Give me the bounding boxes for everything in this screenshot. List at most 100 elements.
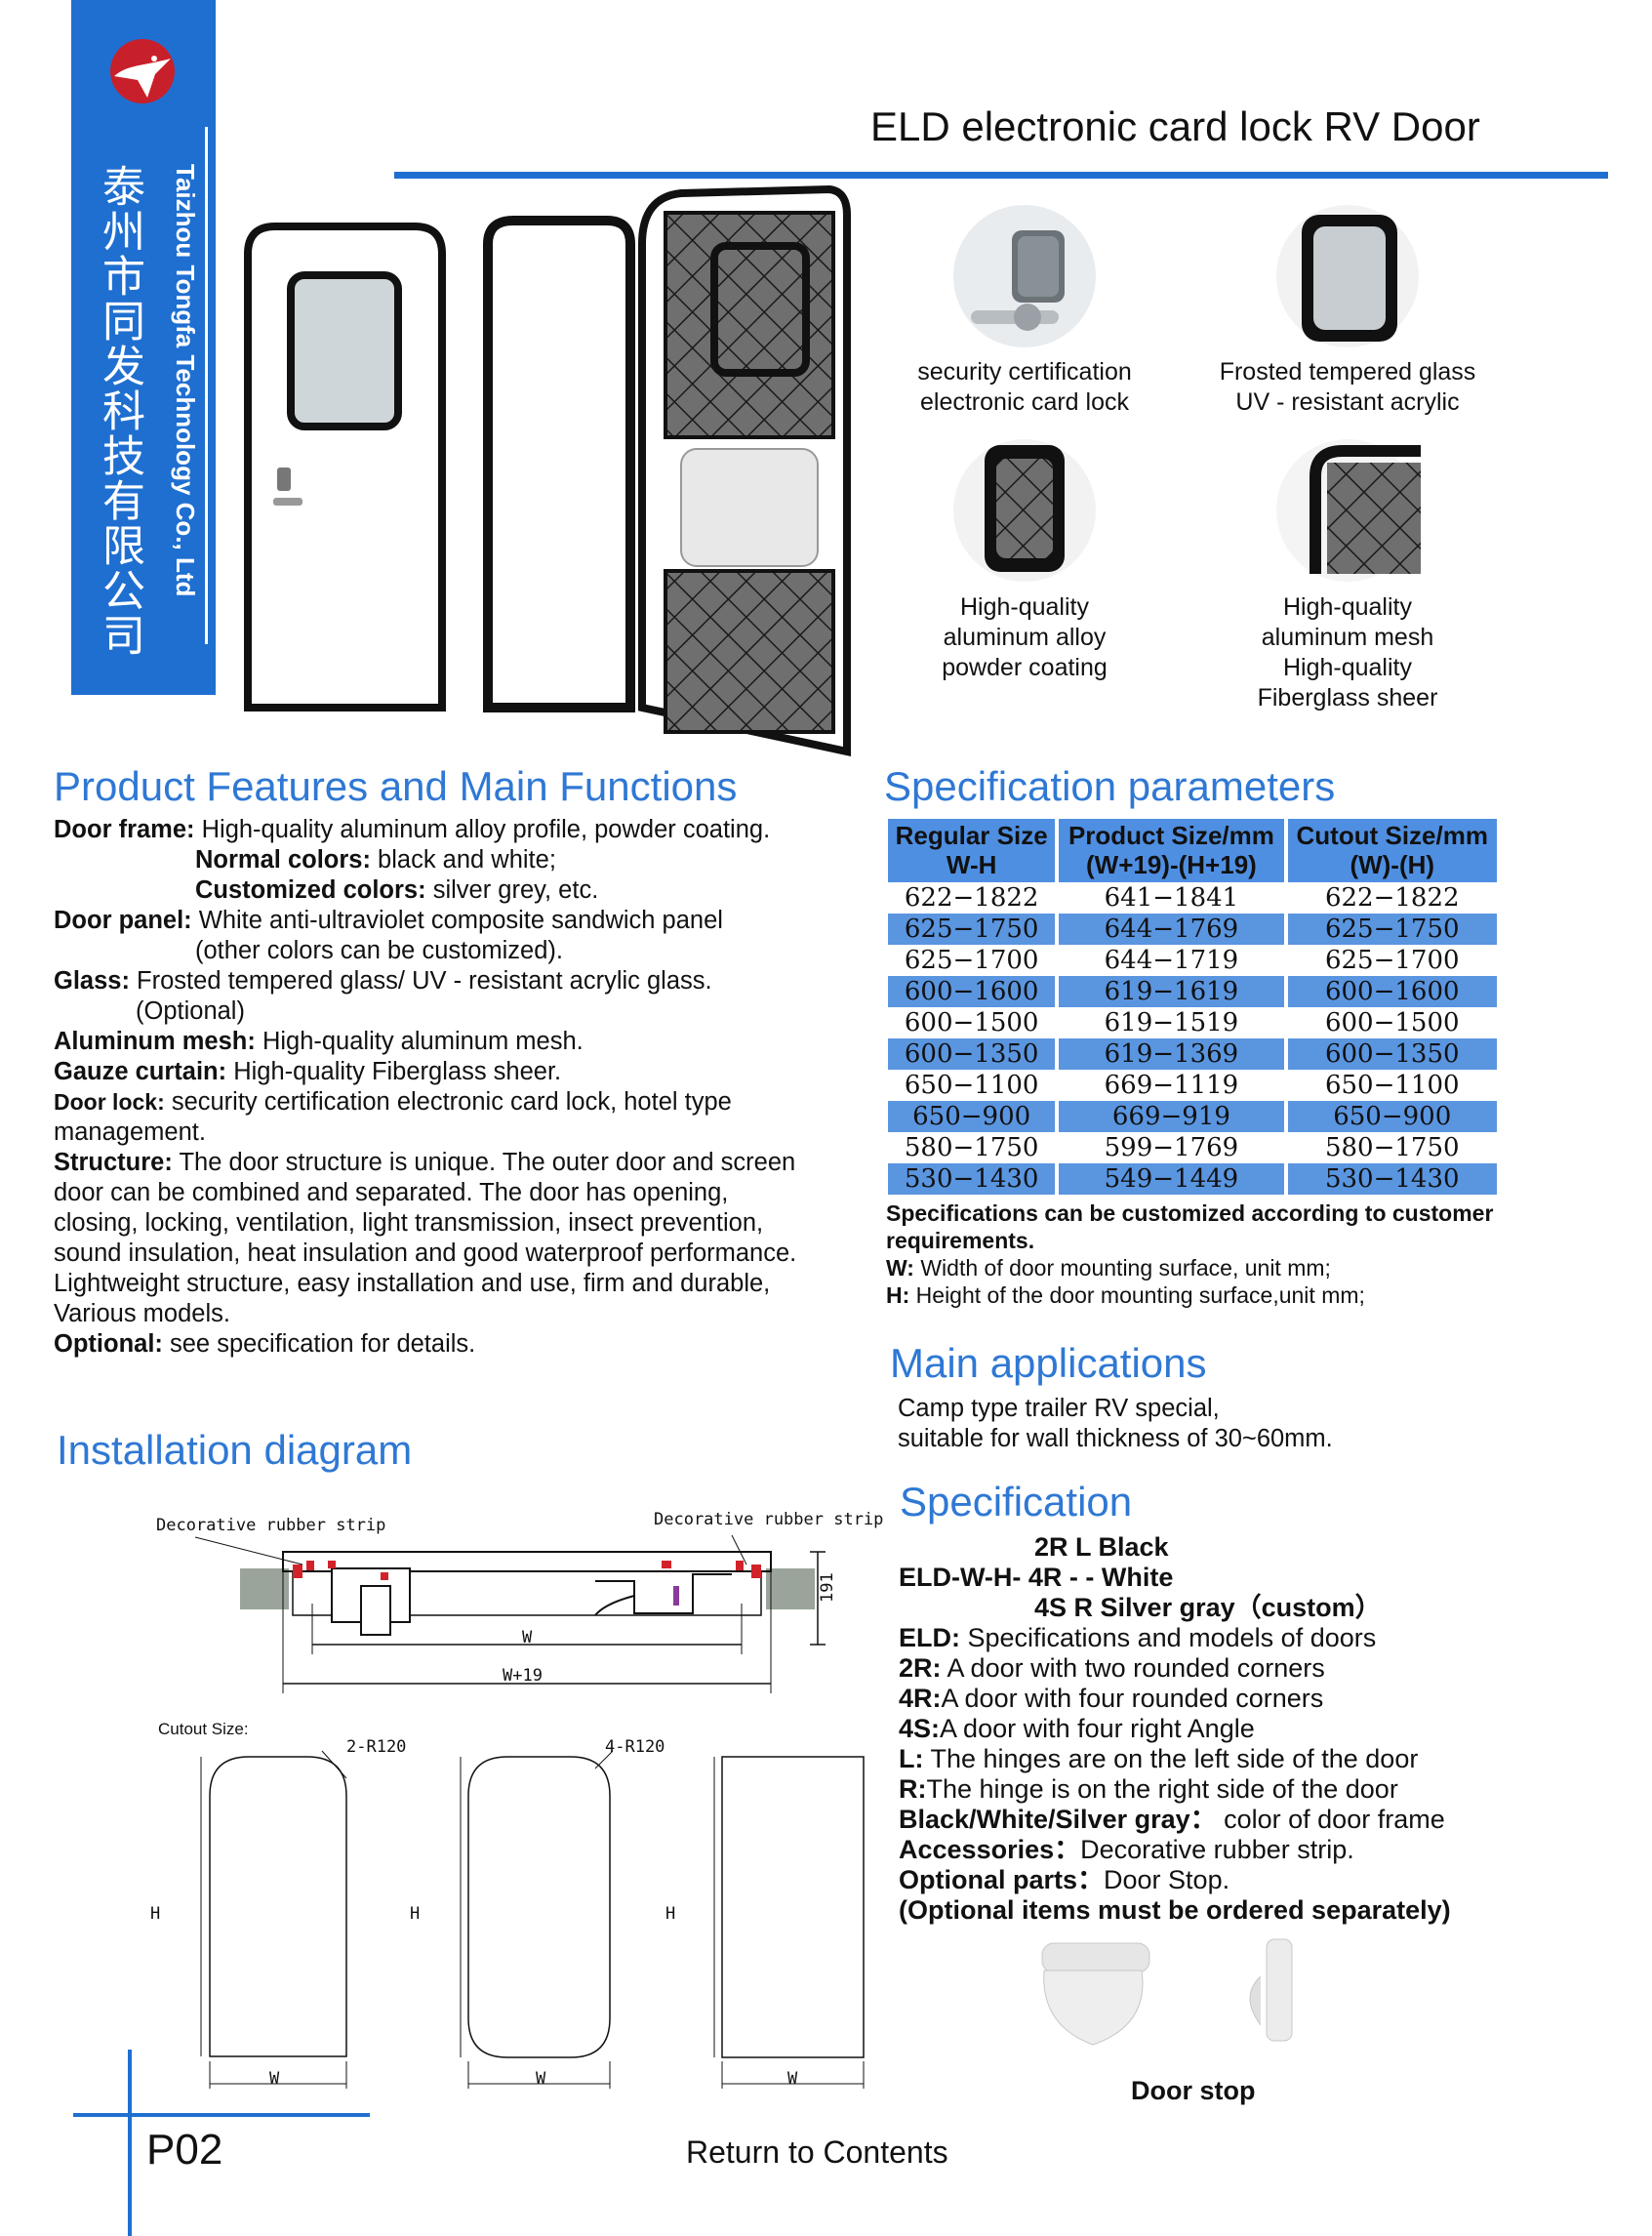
col-product-size: Product Size/mm(W+19)-(H+19) [1059, 819, 1284, 882]
page-number: P02 [146, 2126, 223, 2174]
cutout-w-1: W [269, 2069, 280, 2089]
applications-body: Camp type trailer RV special, suitable f… [898, 1395, 1333, 1452]
spec-table-cell: 625−1750 [888, 914, 1056, 945]
spec-table-cell: 650−1100 [1324, 1071, 1460, 1100]
installation-heading: Installation diagram [57, 1427, 413, 1473]
spec-table-cell: 625−1700 [904, 946, 1039, 975]
dim-w19: W+19 [503, 1666, 543, 1686]
spec-table-cell: 644−1719 [1104, 946, 1239, 975]
specification-body: 2R L Black ELD-W-H- 4R - - White 4S R Si… [899, 1532, 1582, 1926]
spec-table-row: 600−1500 619−1519 600−1500 [888, 1007, 1497, 1038]
spec-params-heading: Specification parameters [884, 763, 1336, 809]
spec-item: 2R: A door with two rounded corners [899, 1653, 1325, 1683]
spec-item: Black/White/Silver gray： color of door f… [899, 1805, 1445, 1834]
door-stop-photo [1041, 1938, 1293, 2046]
spec-table-cell: 669−1119 [1104, 1071, 1239, 1100]
spec-table-cell: 600−1350 [888, 1038, 1056, 1070]
dim-191: 191 [818, 1572, 837, 1603]
spec-item: 4S:A door with four right Angle [899, 1714, 1255, 1743]
spec-notes: Specifications can be customized accordi… [886, 1200, 1494, 1308]
spec-table-cell: 619−1519 [1104, 1008, 1239, 1037]
radius-4r120: 4-R120 [605, 1737, 665, 1757]
spec-table-cell: 580−1750 [904, 1133, 1039, 1162]
spec-item: R:The hinge is on the right side of the … [899, 1774, 1398, 1804]
dim-w: W [522, 1628, 533, 1647]
spec-table-row: 580−1750 599−1769 580−1750 [888, 1132, 1497, 1163]
mesh-screen-photo [1276, 439, 1421, 582]
spec-item: ELD: Specifications and models of doors [899, 1623, 1377, 1652]
spec-table-cell: 600−1350 [1287, 1038, 1497, 1070]
company-logo-icon [110, 39, 175, 103]
return-to-contents-link[interactable]: Return to Contents [686, 2134, 948, 2170]
spec-table-cell: 619−1369 [1059, 1038, 1284, 1070]
spec-table-cell: 580−1750 [1324, 1133, 1460, 1162]
col-cutout-size: Cutout Size/mm(W)-(H) [1287, 819, 1497, 882]
page-title: ELD electronic card lock RV Door [870, 103, 1480, 149]
cutout-diagrams [200, 1750, 865, 2089]
spec-table-cell: 600−1600 [1287, 976, 1497, 1007]
spec-table-cell: 600−1500 [904, 1008, 1039, 1037]
cutout-h-2: H [410, 1904, 421, 1924]
spec-table-cell: 625−1750 [1287, 914, 1497, 945]
spec-item: Accessories：Decorative rubber strip. [899, 1835, 1354, 1864]
spec-item: Optional parts：Door Stop. [899, 1865, 1230, 1894]
door-product-photo [244, 185, 851, 756]
installation-cross-section [194, 1534, 826, 1693]
spec-table-cell: 650−900 [888, 1101, 1056, 1132]
spec-table-cell: 669−919 [1059, 1101, 1284, 1132]
spec-item: L: The hinges are on the left side of th… [899, 1744, 1419, 1773]
spec-table-cell: 599−1769 [1104, 1133, 1239, 1162]
cutout-h-1: H [150, 1904, 161, 1924]
spec-table-cell: 622−1822 [1324, 883, 1460, 913]
aluminum-frame-photo [953, 439, 1096, 582]
frosted-glass-photo [1276, 205, 1419, 347]
spec-table-cell: 530−1430 [888, 1163, 1056, 1195]
spec-table-cell: 650−1100 [904, 1071, 1039, 1100]
cutout-w-2: W [536, 2069, 546, 2089]
door-stop-caption: Door stop [1131, 2076, 1256, 2105]
left-strip-label: Decorative rubber strip [156, 1516, 386, 1535]
cutout-size-label: Cutout Size: [158, 1720, 249, 1738]
cutout-w-3: W [787, 2069, 798, 2089]
card-lock-photo [953, 205, 1096, 347]
spec-table-cell: 625−1700 [1324, 946, 1460, 975]
spec-table-cell: 600−1600 [888, 976, 1056, 1007]
company-name-en: Taizhou Tongfa Technology Co., Ltd [171, 164, 200, 597]
spec-item: 4R:A door with four rounded corners [899, 1684, 1324, 1713]
spec-table-row: 625−1700 644−1719 625−1700 [888, 945, 1497, 976]
spec-table-cell: 619−1619 [1059, 976, 1284, 1007]
applications-heading: Main applications [890, 1340, 1207, 1386]
footer-rule-v [128, 2050, 132, 2236]
brand-sidebar: 泰州市同发科技有限公司 Taizhou Tongfa Technology Co… [71, 0, 216, 695]
spec-table-row: 622−1822 641−1841 622−1822 [888, 882, 1497, 914]
footer-rule-h [73, 2113, 370, 2117]
spec-table-cell: 549−1449 [1059, 1163, 1284, 1195]
spec-table-cell: 650−900 [1287, 1101, 1497, 1132]
spec-table-row: 650−1100 669−1119 650−1100 [888, 1070, 1497, 1101]
features-body: Door frame: High-quality aluminum alloy … [54, 816, 797, 1358]
spec-table-cell: 622−1822 [904, 883, 1039, 913]
spec-table-cell: 600−1500 [1324, 1008, 1460, 1037]
radius-2r120: 2-R120 [346, 1737, 407, 1757]
company-name-cn: 泰州市同发科技有限公司 [95, 164, 144, 658]
specification-heading: Specification [900, 1479, 1133, 1525]
title-underline [394, 172, 1608, 179]
spec-table-cell: 644−1769 [1059, 914, 1284, 945]
spec-table-cell: 641−1841 [1104, 883, 1239, 913]
features-heading: Product Features and Main Functions [54, 763, 738, 809]
right-strip-label: Decorative rubber strip [654, 1510, 884, 1529]
sidebar-divider [205, 127, 208, 644]
spec-table-cell: 530−1430 [1287, 1163, 1497, 1195]
